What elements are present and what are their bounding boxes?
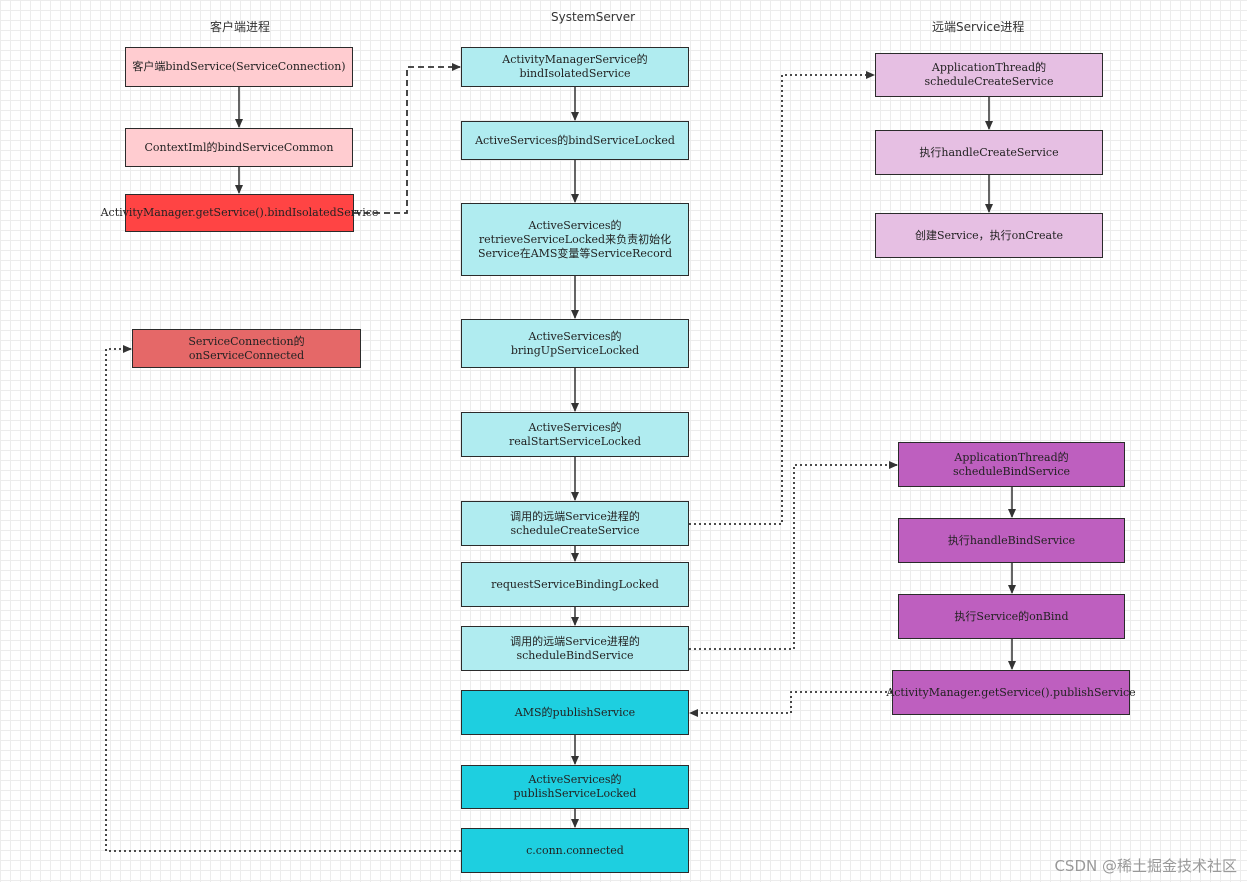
node-bind-service-locked: ActiveServices的bindServiceLocked [461,121,689,160]
node-client-bind-service: 客户端bindService(ServiceConnection) [125,47,353,87]
remote-process-title: 远端Service进程 [932,20,1025,34]
node-handle-bind-service: 执行handleBindService [898,518,1125,563]
node-request-service-binding-locked: requestServiceBindingLocked [461,562,689,607]
node-bring-up-service-locked: ActiveServices的bringUpServiceLocked [461,319,689,368]
arrow-call-bind-to-remote [689,461,898,650]
node-real-start-service-locked: ActiveServices的realStartServiceLocked [461,412,689,457]
node-call-schedule-bind-service: 调用的远端Service进程的scheduleBindService [461,626,689,671]
arrow-remote-publish-to-ams [689,691,892,717]
client-process-title: 客户端进程 [210,20,271,34]
node-am-bind-isolated-service: ActivityManager.getService().bindIsolate… [101,194,378,232]
arrow-connected-to-client [105,345,461,852]
node-contextimpl-bind-service-common: ContextIml的bindServiceCommon [125,128,353,167]
arrow-client-to-ams-dashed [354,63,461,214]
system-server-title: SystemServer [551,10,636,24]
node-ams-publish-service: AMS的publishService [461,690,689,735]
node-am-publish-service: ActivityManager.getService().publishServ… [886,670,1136,715]
node-app-thread-schedule-create-service: ApplicationThread的scheduleCreateService [875,53,1103,97]
node-call-schedule-create-service: 调用的远端Service进程的scheduleCreateService [461,501,689,546]
node-handle-create-service: 执行handleCreateService [875,130,1103,175]
csdn-watermark: CSDN @稀土掘金技术社区 [1054,857,1237,875]
arrow-call-create-to-remote [689,71,875,525]
node-ams-bind-isolated-service: ActivityManagerService的bindIsolatedServi… [461,47,689,87]
node-retrieve-service-locked: ActiveServices的retrieveServiceLocked来负责初… [461,203,689,276]
node-service-onbind: 执行Service的onBind [898,594,1125,639]
node-app-thread-schedule-bind-service: ApplicationThread的scheduleBindService [898,442,1125,487]
node-service-connection-onserviceconnected: ServiceConnection的onServiceConnected [132,329,361,368]
node-conn-connected: c.conn.connected [461,828,689,873]
node-publish-service-locked: ActiveServices的publishServiceLocked [461,765,689,809]
node-create-service-oncreate: 创建Service，执行onCreate [875,213,1103,258]
